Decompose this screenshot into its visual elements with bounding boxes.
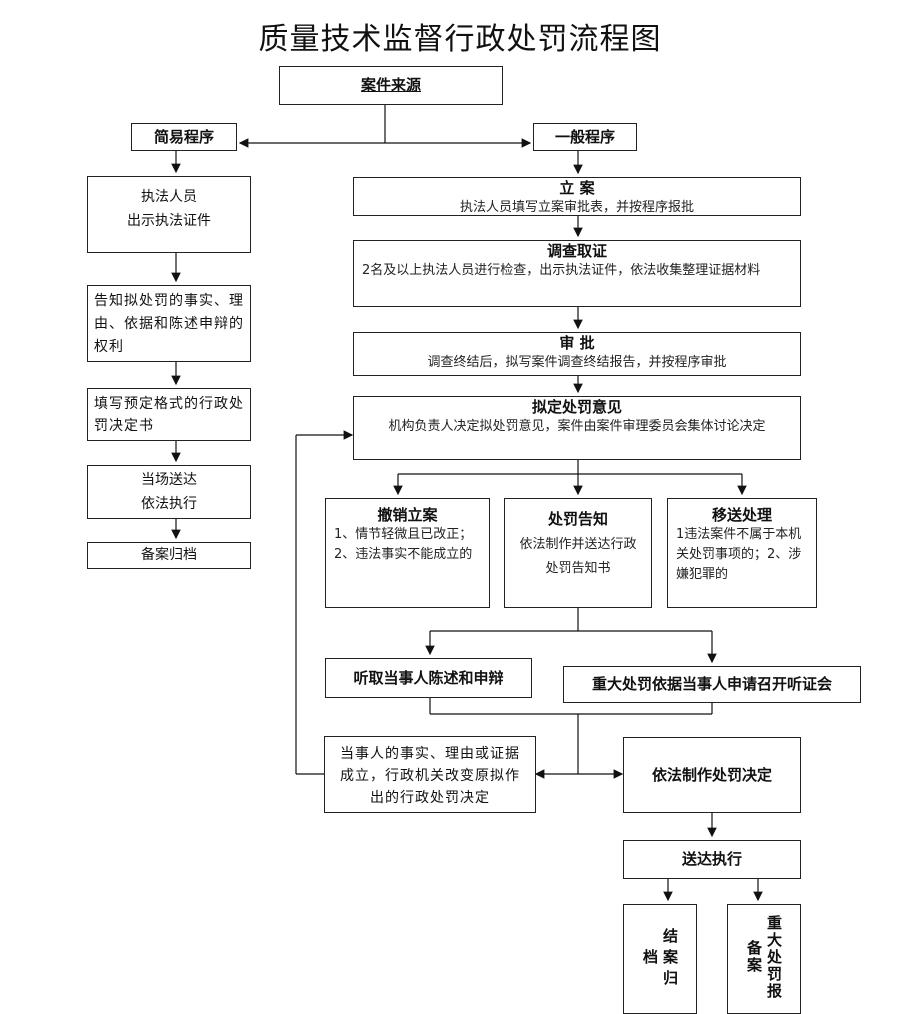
revoke-filing-box: 撤销立案 1、情节轻微且已改正；2、违法事实不能成立的	[325, 498, 490, 608]
simple-step-deliver-execute: 当场送达 依法执行	[87, 465, 251, 519]
simple-step-show-certificate: 执法人员 出示执法证件	[87, 176, 251, 253]
revoke-filing-text: 1、情节轻微且已改正；2、违法事实不能成立的	[334, 527, 473, 562]
approval-text: 调查终结后，拟写案件调查终结报告，并按程序审批	[427, 355, 727, 370]
simple-step-inform-rights: 告知拟处罚的事实、理由、依据和陈述申辩的权利	[87, 285, 251, 362]
penalty-opinion-box: 拟定处罚意见 机构负责人决定拟处罚意见，案件由案件审理委员会集体讨论决定	[353, 396, 801, 460]
penalty-opinion-title: 拟定处罚意见	[531, 398, 622, 416]
deliver-execute-box: 送达执行	[623, 840, 801, 879]
approval-title: 审 批	[559, 334, 595, 352]
investigation-text: 2名及以上执法人员进行检查，出示执法证件，依法收集整理证据材料	[362, 263, 761, 278]
decision-change-box: 当事人的事实、理由或证据成立，行政机关改变原拟作出的行政处罚决定	[324, 736, 536, 813]
hearing-major-box: 重大处罚依据当事人申请召开听证会	[563, 666, 861, 703]
simple-procedure-label: 简易程序	[131, 123, 237, 151]
major-record-text: 重大处罚报备案	[745, 914, 783, 1000]
page-title: 质量技术监督行政处罚流程图	[258, 22, 662, 57]
hearing-statement-box: 听取当事人陈述和申辩	[325, 658, 532, 698]
case-archive-box: 结案归档	[623, 904, 697, 1014]
filing-title: 立 案	[559, 179, 595, 197]
investigation-box: 调查取证 2名及以上执法人员进行检查，出示执法证件，依法收集整理证据材料	[353, 240, 801, 307]
penalty-opinion-text: 机构负责人决定拟处罚意见，案件由案件审理委员会集体讨论决定	[388, 419, 766, 434]
investigation-title: 调查取证	[546, 242, 607, 260]
simple-step-fill-decision: 填写预定格式的行政处罚决定书	[87, 388, 251, 441]
case-source-box: 案件来源	[279, 66, 503, 105]
penalty-decision-box: 依法制作处罚决定	[623, 737, 801, 813]
transfer-box: 移送处理 1违法案件不属于本机关处罚事项的；2、涉嫌犯罪的	[667, 498, 817, 608]
case-archive-text: 结案归档	[641, 927, 679, 991]
revoke-filing-title: 撤销立案	[377, 506, 438, 524]
general-procedure-label: 一般程序	[533, 123, 637, 151]
filing-box: 立 案 执法人员填写立案审批表，并按程序报批	[353, 177, 801, 216]
filing-text: 执法人员填写立案审批表，并按程序报批	[459, 200, 694, 215]
transfer-text: 1违法案件不属于本机关处罚事项的；2、涉嫌犯罪的	[676, 527, 802, 582]
penalty-notice-text: 依法制作并送达行政处罚告知书	[519, 537, 637, 576]
penalty-notice-title: 处罚告知	[547, 510, 608, 528]
simple-step-archive: 备案归档	[87, 542, 251, 569]
penalty-notice-box: 处罚告知 依法制作并送达行政处罚告知书	[504, 498, 652, 608]
major-record-box: 重大处罚报备案	[727, 904, 801, 1014]
transfer-title: 移送处理	[711, 506, 772, 524]
approval-box: 审 批 调查终结后，拟写案件调查终结报告，并按程序审批	[353, 332, 801, 376]
